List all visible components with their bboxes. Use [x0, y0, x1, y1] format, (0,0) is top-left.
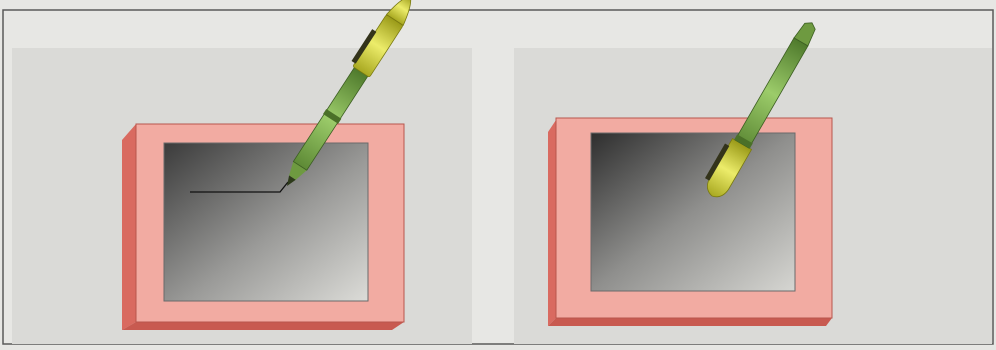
left-tablet-bottom [122, 322, 404, 330]
left-tablet-screen [164, 143, 368, 301]
left-tablet [122, 124, 404, 330]
right-tablet-side [548, 120, 556, 326]
right-tablet-screen [591, 133, 795, 291]
right-tablet-bottom [548, 318, 832, 326]
left-tablet-side [122, 124, 136, 330]
right-tablet [548, 118, 832, 326]
